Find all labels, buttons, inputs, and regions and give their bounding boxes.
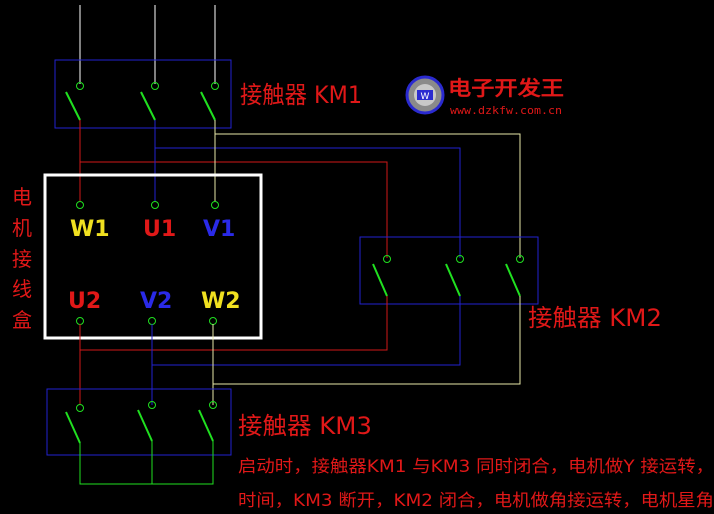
terminal-v2-label: V2 (140, 289, 172, 314)
terminal-u1-point (151, 201, 159, 209)
terminal-w1-label: W1 (70, 217, 110, 242)
terminal-w1-point (76, 201, 84, 209)
km1-contact-1 (65, 91, 81, 121)
motor-box-title: 电 机 接 线 盒 (12, 185, 32, 332)
km3-label: 接触器 KM3 (238, 412, 372, 440)
terminal-v1-label: V1 (203, 217, 235, 242)
gear-seal-icon: W (405, 75, 445, 115)
terminal-u1-label: U1 (143, 217, 176, 242)
supply-lines (79, 5, 216, 84)
motor-box-title-char: 接 (12, 247, 32, 271)
km2-contact-3 (505, 263, 521, 297)
km3-star-point (79, 441, 214, 485)
terminal-v2-point (148, 317, 156, 325)
km1-contact-2 (140, 91, 156, 121)
motor-box-title-char: 机 (12, 216, 32, 240)
terminal-u2-label: U2 (68, 289, 101, 314)
km3-box (46, 388, 232, 456)
km1-contact-3 (200, 91, 216, 121)
km3-contact-1 (65, 411, 81, 444)
terminal-v1-point (211, 201, 219, 209)
description-line-1: 启动时，接触器KM1 与KM3 同时闭合，电机做Y 接运转， (238, 457, 714, 477)
motor-box-title-char: 盒 (12, 308, 32, 332)
km3-contact-3 (198, 409, 214, 442)
km1-output-wires (79, 120, 521, 258)
km3-contact-2 (137, 409, 153, 442)
watermark-name: 电子开发王 (448, 76, 564, 100)
km2-contact-2-terminal (456, 255, 464, 263)
km1-contact-2-terminal (151, 82, 159, 90)
km1-contact-1-terminal (76, 82, 84, 90)
contactor-km3: 接触器 KM3 (46, 388, 372, 485)
motor-box-title-char: 电 (12, 185, 32, 209)
km3-contact-3-terminal (209, 401, 217, 409)
km2-contact-1-terminal (383, 255, 391, 263)
km2-box (359, 236, 539, 305)
km2-contact-2 (445, 263, 461, 297)
svg-text:W: W (421, 92, 430, 102)
km2-label: 接触器 KM2 (528, 304, 662, 332)
km3-contact-1-terminal (76, 404, 84, 412)
description-line-2: 时间，KM3 断开，KM2 闭合，电机做角接运转，电机星角 (238, 491, 714, 511)
terminal-w2-label: W2 (201, 289, 241, 314)
km2-contact-1 (372, 263, 388, 297)
motor-box-title-char: 线 (12, 277, 32, 301)
contactor-km2: 接触器 KM2 (359, 236, 662, 332)
watermark-url: www.dzkfw.com.cn (450, 104, 562, 117)
km1-label: 接触器 KM1 (240, 81, 362, 109)
watermark: W 电子开发王 www.dzkfw.com.cn (405, 75, 564, 117)
km1-box (54, 59, 232, 129)
terminal-w2-point (209, 317, 217, 325)
motor-terminal-box: 电 机 接 线 盒 W1 U1 V1 U2 V2 W2 (12, 173, 263, 340)
km2-km3-wires (79, 296, 521, 405)
km1-contact-3-terminal (211, 82, 219, 90)
contactor-km1: 接触器 KM1 (54, 59, 362, 129)
motor-box-frame (43, 173, 263, 340)
km2-contact-3-terminal (516, 255, 524, 263)
terminal-u2-point (76, 317, 84, 325)
km3-contact-2-terminal (148, 401, 156, 409)
